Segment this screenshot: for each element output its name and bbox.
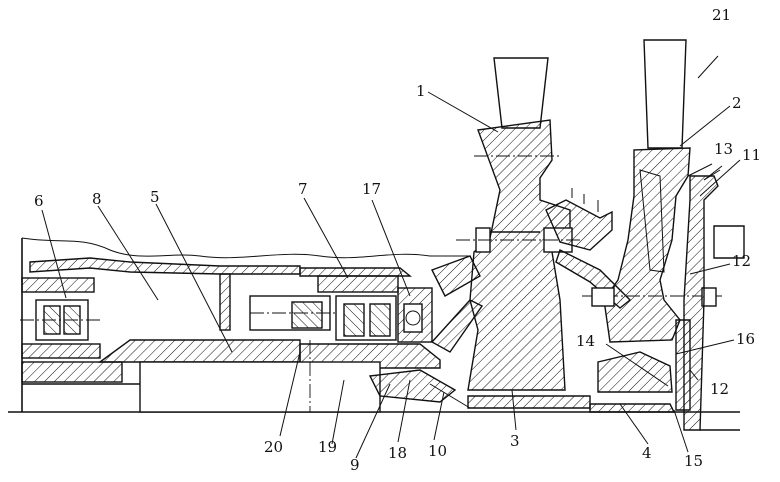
callout-1: 1	[416, 82, 426, 100]
callout-6: 6	[34, 192, 44, 210]
middle-bearing-assembly	[219, 273, 433, 343]
callout-20: 20	[264, 438, 283, 456]
callout-13: 13	[714, 140, 733, 158]
callout-2: 2	[732, 94, 742, 112]
callout-9: 9	[350, 456, 360, 474]
callout-19: 19	[318, 438, 337, 456]
callout-5: 5	[150, 188, 160, 206]
callout-12-upper: 12	[732, 252, 751, 270]
callout-16: 16	[736, 330, 755, 348]
callout-4: 4	[642, 444, 652, 462]
callout-11: 11	[742, 146, 761, 164]
stage-1-disk	[456, 57, 580, 391]
callout-8: 8	[92, 190, 102, 208]
bottom-channel	[467, 395, 676, 413]
left-bearing	[20, 277, 123, 383]
callout-3: 3	[510, 432, 520, 450]
callout-labels: 1 2 3 4 5 6 7 8 9 10 11 12 12 13 14 15 1…	[34, 6, 761, 474]
callout-10: 10	[428, 442, 447, 460]
callout-7: 7	[298, 180, 308, 198]
callout-12-lower: 12	[710, 380, 729, 398]
callout-21: 21	[712, 6, 731, 24]
outer-casing	[21, 237, 470, 412]
inner-cone	[368, 255, 484, 409]
callout-17: 17	[362, 180, 381, 198]
callout-15: 15	[684, 452, 703, 470]
leader-lines	[41, 55, 741, 459]
callout-18: 18	[388, 444, 407, 462]
callout-14: 14	[576, 332, 595, 350]
